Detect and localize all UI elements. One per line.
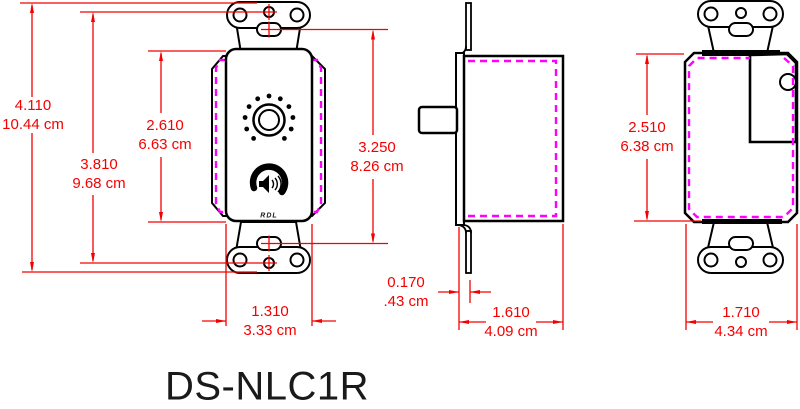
- tab-bend: [457, 224, 467, 234]
- connector-compartment: [748, 52, 798, 144]
- volume-knob-icon: [417, 105, 459, 135]
- rear-enclosure: [462, 54, 565, 223]
- screw-hole-icon: [289, 252, 305, 268]
- screw-hole-icon: [762, 252, 778, 268]
- side-view: [417, 2, 565, 274]
- gasket-outline: [311, 58, 323, 214]
- screw-hole-icon: [232, 252, 248, 268]
- speaker-icon: [259, 175, 282, 193]
- gasket-outline: [214, 58, 226, 214]
- dimension-lines: [20, 2, 798, 330]
- screw-hole-icon: [232, 7, 248, 23]
- rear-view: [683, 0, 799, 274]
- top-mounting-tab: [697, 0, 784, 54]
- mounting-slot-icon: [728, 236, 754, 251]
- tab-bend: [463, 224, 472, 234]
- screw-hole-icon: [289, 7, 305, 23]
- model-number-title: DS-NLC1R: [164, 364, 370, 409]
- bottom-mounting-tab: [465, 230, 472, 274]
- volume-knob-icon: [252, 103, 286, 137]
- dimension-plate-thickness: 0.170.43 cm: [383, 274, 429, 310]
- bottom-mounting-tab: [697, 221, 784, 274]
- knob-scale-dots-icon: [242, 93, 296, 141]
- screw-hole-icon: [735, 256, 747, 268]
- rotation-arc-icon: [249, 163, 289, 196]
- front-view: [211, 1, 326, 274]
- screw-hole-icon: [703, 252, 719, 268]
- brand-logo: RDL: [260, 212, 278, 220]
- gasket-outline: [687, 56, 795, 219]
- screw-hole-icon: [703, 6, 719, 22]
- screw-hole-icon: [735, 7, 747, 19]
- plate-edge: [702, 219, 782, 224]
- mounting-slot-icon: [728, 22, 754, 37]
- screw-hole-icon: [762, 6, 778, 22]
- crosshair-marks: [261, 4, 277, 271]
- top-mounting-tab: [465, 2, 472, 51]
- plate-edge: [702, 50, 780, 56]
